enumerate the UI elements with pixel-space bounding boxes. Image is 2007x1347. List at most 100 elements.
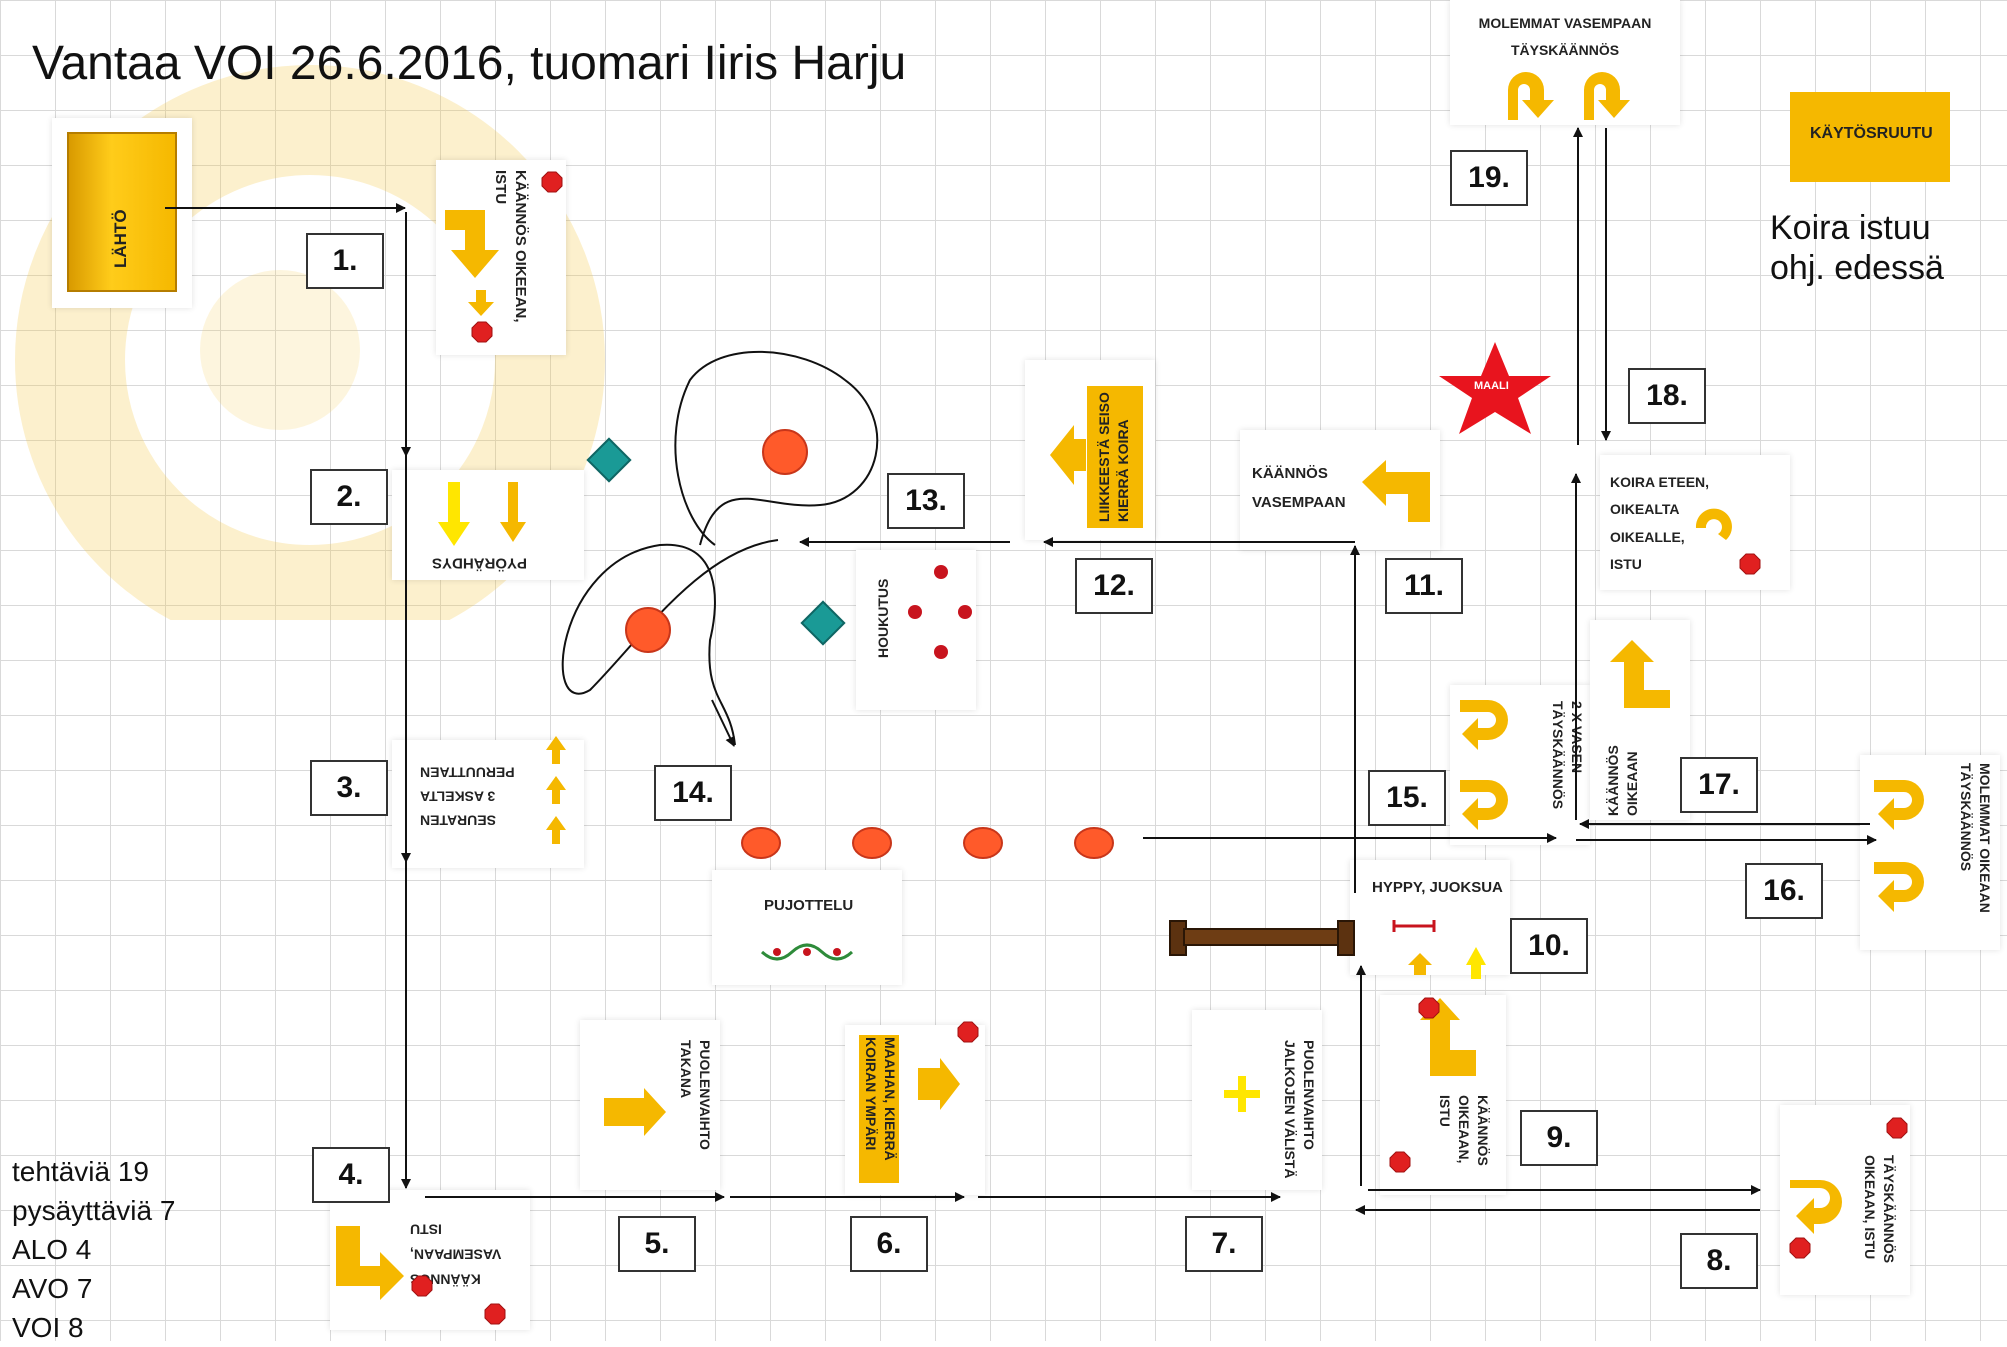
lure-dot [958, 605, 972, 619]
cone-weave-3 [963, 827, 1003, 859]
page-title: Vantaa VOI 26.6.2016, tuomari Iiris Harj… [32, 37, 907, 90]
jump-obstacle [1169, 920, 1355, 956]
cones [625, 429, 1114, 859]
step-number-6: 6. [850, 1216, 928, 1272]
sign-2: PYÖRÄHDYS [392, 470, 584, 580]
spin-icon [500, 482, 526, 542]
sign-7: PUOLENVAIHTO JALKOJEN VÄLISTÄ [1192, 1010, 1322, 1190]
cone-loop-lower [625, 607, 671, 653]
step-number-13: 13. [887, 473, 965, 529]
sign-14: PUJOTTELU [712, 870, 902, 985]
legend-text: Koira istuu ohj. edessä [1770, 208, 1944, 288]
stop-icon [484, 1303, 506, 1325]
arrow-up-icon [546, 776, 566, 804]
sign-18-line-1: KOIRA ETEEN, [1610, 474, 1710, 490]
stop-icons [411, 171, 1908, 1325]
marker-teal-2 [800, 600, 846, 646]
sign-11-line-2: VASEMPAAN [1252, 493, 1346, 511]
sign-19: MOLEMMAT VASEMPAAN TÄYSKÄÄNNÖS [1450, 0, 1680, 125]
sign-18-line-4: ISTU [1610, 555, 1642, 572]
stop-icon [1418, 997, 1440, 1019]
arrow-up-icon [546, 816, 566, 844]
u-turn-left-icon [1460, 700, 1508, 750]
course-stats: tehtäviä 19 pysäyttäviä 7 ALO 4 AVO 7 VO… [12, 1152, 175, 1347]
legend-line-2: ohj. edessä [1770, 249, 1944, 287]
u-turn-right-icon [1874, 780, 1924, 830]
step-number-3: 3. [310, 760, 388, 816]
sign-8: TÄYSKÄÄNNÖS OIKEAAN, ISTU [1780, 1105, 1910, 1295]
turn-right-icon [1610, 640, 1670, 708]
sign-11-line-1: KÄÄNNÖS [1252, 465, 1328, 482]
stop-icon [1389, 1151, 1411, 1173]
cone-weave-2 [852, 827, 892, 859]
step-number-11: 11. [1385, 558, 1463, 614]
sign-13: HOUKUTUS [856, 550, 976, 710]
arrow-down-icon [468, 290, 494, 316]
lure-dot [934, 565, 948, 579]
legend-line-1: Koira istuu [1770, 209, 1931, 247]
step-number-18: 18. [1628, 368, 1706, 424]
front-turn-icon [1695, 508, 1732, 540]
stat-voi: VOI 8 [12, 1312, 84, 1343]
marker-teal-1 [586, 437, 632, 483]
route-lines [165, 127, 1877, 1215]
arrow-down-icon [438, 482, 470, 546]
arrow-right-icon [918, 1058, 960, 1110]
step-number-5: 5. [618, 1216, 696, 1272]
cross-arrows-icon [1224, 1076, 1260, 1112]
sign-14-text: PUJOTTELU [764, 897, 854, 914]
step-number-2: 2. [310, 469, 388, 525]
sign-18-line-3: OIKEALLE, [1610, 528, 1685, 545]
step-number-12: 12. [1075, 558, 1153, 614]
stop-icon [471, 321, 493, 343]
sign-19-text: MOLEMMAT VASEMPAAN TÄYSKÄÄNNÖS [1450, 10, 1680, 63]
use-box: KÄYTÖSRUUTU [1790, 92, 1950, 182]
stat-tasks: tehtäviä 19 [12, 1156, 149, 1187]
u-turn-left-icon [1508, 72, 1554, 120]
jump-icon [1392, 920, 1436, 932]
loop-exit [711, 699, 735, 747]
step-number-4: 4. [312, 1147, 390, 1203]
turn-right-icon [445, 210, 499, 278]
stat-alo: ALO 4 [12, 1234, 92, 1265]
start-sign: LÄHTÖ [52, 118, 192, 308]
step-number-1: 1. [306, 233, 384, 289]
u-turn-left-icon [1584, 72, 1630, 120]
sign-10: HYPPY, JUOKSUA [1350, 860, 1510, 975]
arrow-up-icon [546, 736, 566, 764]
sign-19-line-1: MOLEMMAT VASEMPAAN [1478, 15, 1652, 31]
cone-weave-1 [741, 827, 781, 859]
sign-19-line-2: TÄYSKÄÄNNÖS [1510, 41, 1620, 58]
u-turn-right-icon [1874, 862, 1924, 912]
u-turn-right-icon [1790, 1180, 1842, 1234]
stop-icon [541, 171, 563, 193]
stop-icon [1739, 553, 1761, 575]
step-number-17: 17. [1680, 757, 1758, 813]
stop-icon [1886, 1117, 1908, 1139]
sign-10-text: HYPPY, JUOKSUA [1372, 879, 1503, 896]
sign-6: MAAHAN, KIERRÄ KOIRAN YMPÄRI [845, 1025, 985, 1195]
step-number-8: 8. [1680, 1233, 1758, 1289]
turn-left-icon [336, 1226, 404, 1300]
sign-18-text: KOIRA ETEEN, OIKEALTA OIKEALLE, ISTU [1610, 469, 1709, 578]
lure-dots [908, 565, 972, 659]
turn-left-icon [1362, 460, 1430, 522]
step-number-14: 14. [654, 765, 732, 821]
arrow-up-icon [1466, 947, 1486, 979]
step-number-15: 15. [1368, 770, 1446, 826]
step-number-19: 19. [1450, 150, 1528, 206]
sign-12: LIIKKEESTÄ SEISO KIERRÄ KOIRA [1025, 360, 1155, 540]
side-change-icon [604, 1088, 666, 1136]
finish-star [1439, 342, 1551, 434]
step-number-16: 16. [1745, 863, 1823, 919]
finish-label: MAALI [1474, 380, 1509, 392]
sign-18: KOIRA ETEEN, OIKEALTA OIKEALLE, ISTU [1600, 455, 1790, 590]
cone-weave-4 [1074, 827, 1114, 859]
weave-icon-dots [773, 948, 841, 956]
arrow-left-icon [1050, 425, 1086, 485]
step-number-9: 9. [1520, 1110, 1598, 1166]
cone-loop-upper [762, 429, 808, 475]
stop-icon [1789, 1237, 1811, 1259]
